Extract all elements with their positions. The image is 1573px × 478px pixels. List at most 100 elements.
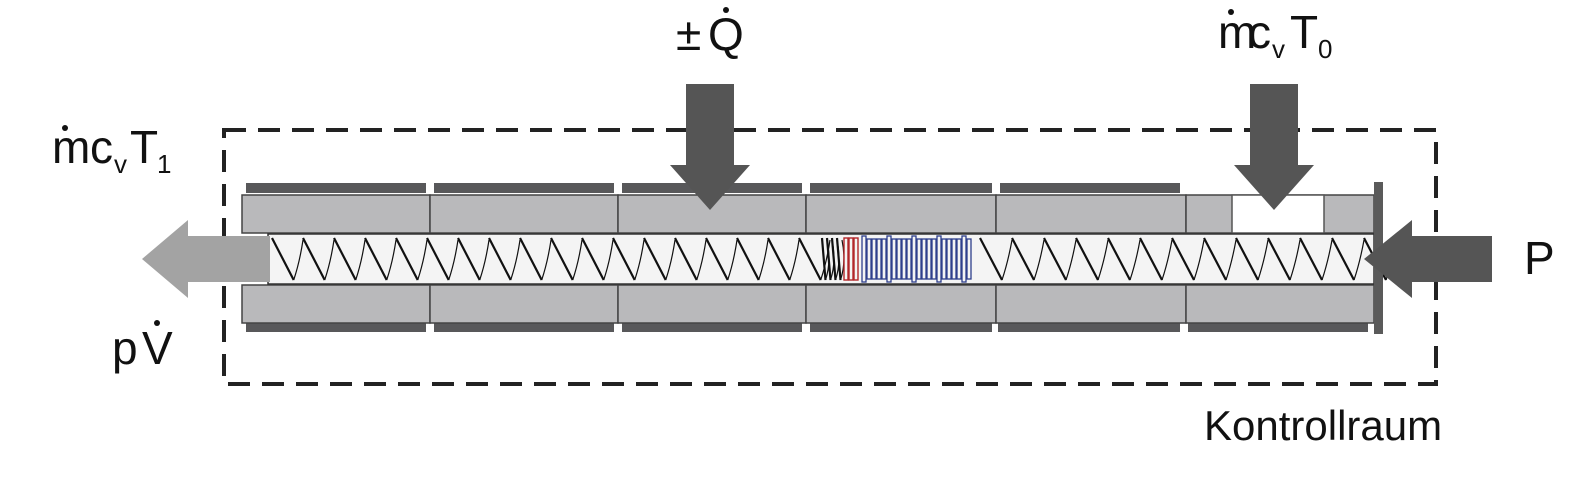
barrel-segment (805, 194, 997, 234)
screw-flight (1097, 239, 1109, 281)
temperature-subscript: 0 (1318, 34, 1332, 64)
screw-flight (1203, 237, 1227, 281)
kneading-disc (848, 237, 854, 281)
screw-flight (510, 239, 521, 281)
control-volume-label: Kontrollraum (1204, 402, 1442, 449)
screw-flight (417, 239, 428, 281)
heater-band (810, 183, 992, 193)
barrel-segment (429, 284, 619, 324)
heater-band (622, 322, 802, 332)
heater-band (246, 183, 426, 193)
heat-symbol: Q (708, 8, 744, 60)
screw-flight (1257, 239, 1269, 281)
kneading-disc (906, 238, 912, 280)
cv-symbol: c (1248, 6, 1271, 58)
screw-flight (1289, 239, 1301, 281)
plus-minus-sign: ± (676, 8, 701, 60)
kneading-disc (866, 238, 872, 280)
kneading-disc (853, 237, 859, 281)
screw-flight (1225, 239, 1237, 281)
barrel-top (241, 194, 1375, 234)
mass-symbol: m (52, 121, 90, 173)
screw-flight (541, 239, 552, 281)
temperature-symbol: T (1290, 6, 1318, 58)
kneading-disc (966, 238, 972, 280)
screw-flight (324, 239, 335, 281)
screw-flight (302, 237, 326, 281)
heater-band (1000, 183, 1180, 193)
heater-band (1188, 322, 1368, 332)
kneading-disc (911, 235, 917, 283)
screw-flight (825, 237, 832, 281)
screw-flight (603, 239, 614, 281)
screw-flight (758, 239, 769, 281)
screw-flight (1139, 237, 1163, 281)
screw-flight (705, 237, 729, 281)
screw-flight (612, 237, 636, 281)
screw-flight (1299, 237, 1323, 281)
kneading-disc (961, 235, 967, 283)
screw-flight (1043, 237, 1067, 281)
dot-accent (154, 320, 160, 326)
barrel-segment (617, 284, 807, 324)
mass-outflow-arrow (142, 220, 270, 298)
kneading-disc (843, 237, 849, 281)
mass-inflow-arrow (1234, 84, 1314, 210)
mass-outflow-label: m c v T 1 (52, 121, 171, 179)
screw-flight (271, 237, 295, 281)
kneading-disc (921, 238, 927, 280)
kneading-disc (936, 235, 942, 283)
screw-flight (1353, 239, 1365, 281)
screw-flight (448, 239, 459, 281)
screw-flight (355, 239, 366, 281)
screw-flight (1267, 237, 1291, 281)
heater-band (246, 322, 426, 332)
heat-flow-label: ± Q (676, 7, 744, 60)
screw-flight (426, 237, 450, 281)
screw-flight (1107, 237, 1131, 281)
screw-flight (1075, 237, 1099, 281)
dot-accent (723, 7, 729, 13)
kneading-disc (901, 238, 907, 280)
screw-flight (1161, 239, 1173, 281)
screw-flight (634, 239, 645, 281)
barrel-segment (241, 194, 431, 234)
screw-flight (665, 239, 676, 281)
kneading-disc (871, 238, 877, 280)
screw-flight (674, 237, 698, 281)
barrel-segment (1185, 284, 1375, 324)
mass-symbol: m (1218, 6, 1256, 58)
screw-flight (1193, 239, 1205, 281)
power-label: P (1524, 232, 1555, 284)
feed-opening (1231, 194, 1325, 234)
kneading-disc (886, 235, 892, 283)
screw-flight (820, 239, 831, 281)
dot-accent (62, 125, 68, 131)
screw-flight (979, 237, 1003, 281)
mass-inflow-label: m c v T 0 (1218, 6, 1332, 64)
heater-band (434, 322, 614, 332)
heat-flow-arrow (670, 84, 750, 210)
screw-flight (1171, 237, 1195, 281)
kneading-disc (926, 238, 932, 280)
screw-flight (1129, 239, 1141, 281)
screw-flight (364, 237, 388, 281)
screw-flight (550, 237, 574, 281)
screw-flight (1001, 239, 1013, 281)
screw-flight (457, 237, 481, 281)
temperature-symbol: T (130, 121, 158, 173)
screw-flight (333, 237, 357, 281)
screw-flight (572, 239, 583, 281)
screw-flight (386, 239, 397, 281)
kneading-disc (916, 238, 922, 280)
kneading-disc (941, 238, 947, 280)
screw-flight (1065, 239, 1077, 281)
barrel-segment (429, 194, 619, 234)
cv-subscript: v (114, 149, 127, 179)
pressure-symbol: p (112, 322, 138, 374)
screw-flight (835, 237, 842, 281)
screw-flight (798, 237, 822, 281)
barrel-bottom (241, 284, 1375, 324)
screw-flight (1033, 239, 1045, 281)
barrel-segment (995, 284, 1187, 324)
